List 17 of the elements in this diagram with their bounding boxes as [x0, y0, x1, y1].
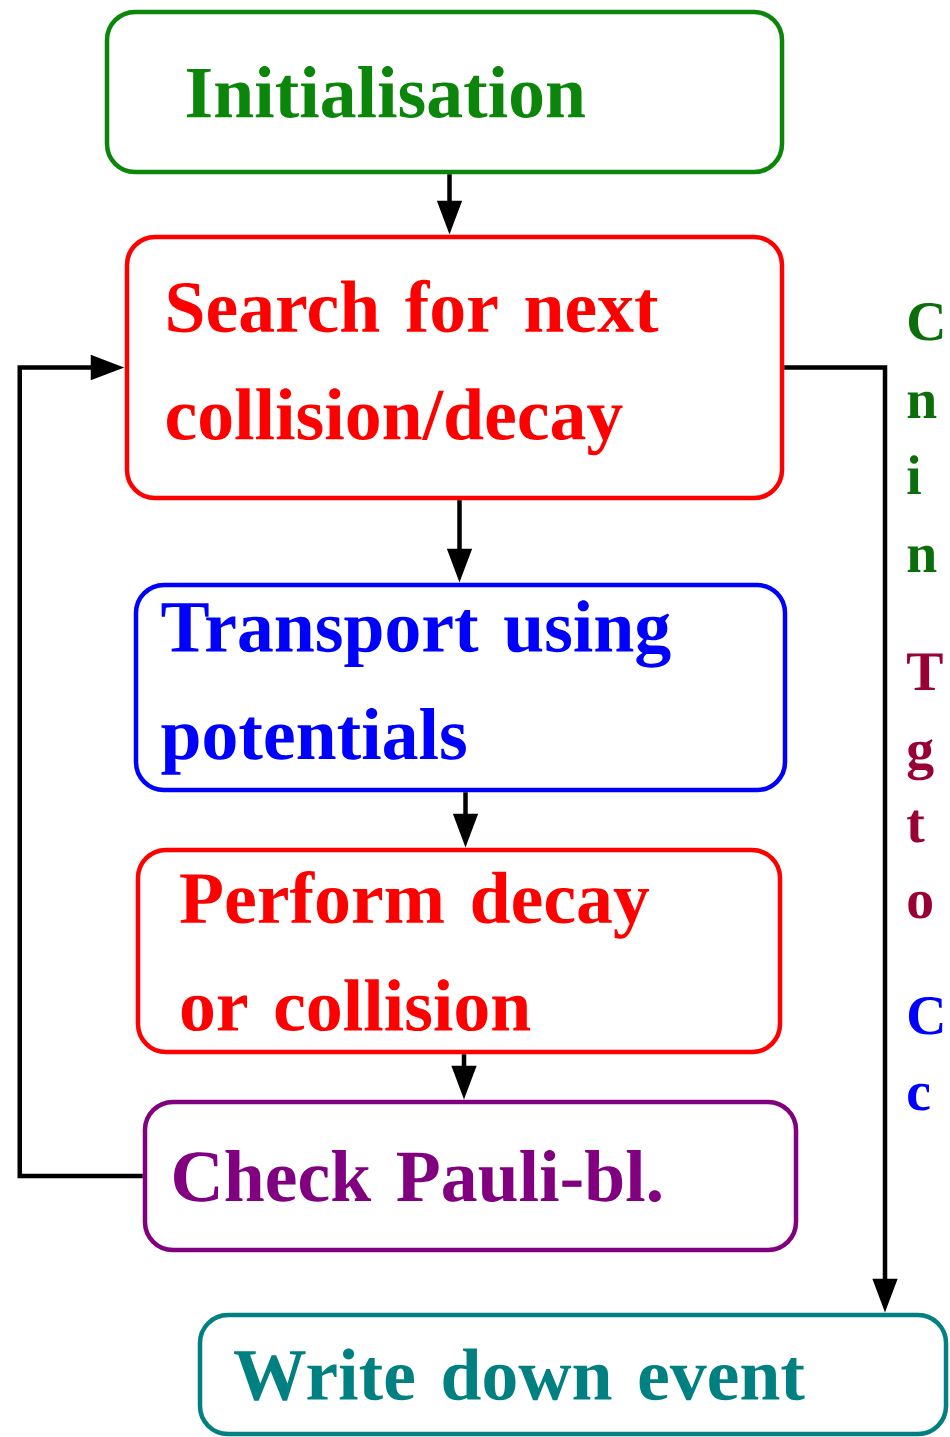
text-fragment: c — [908, 1083, 930, 1111]
process-box: Transport using potentials — [133, 582, 788, 793]
text-fragment: g — [907, 739, 934, 781]
process-box: Initialisation — [104, 9, 785, 175]
text-fragment: t — [907, 810, 925, 843]
text-fragment: o — [908, 891, 932, 919]
process-box: Perform decay or collision — [135, 847, 783, 1055]
text-fragment: i — [907, 455, 921, 494]
text-fragment: C — [908, 303, 943, 341]
process-box: Check Pauli-bl. — [142, 1099, 799, 1253]
text-fragment: C — [908, 997, 943, 1035]
text-fragment: n — [907, 391, 937, 418]
arrow — [17, 354, 143, 1179]
text-fragment: T — [907, 653, 943, 690]
text-fragment: n — [907, 545, 937, 572]
process-box: Write down event — [197, 1312, 949, 1437]
process-box: Search for next collision/decay — [124, 234, 785, 501]
